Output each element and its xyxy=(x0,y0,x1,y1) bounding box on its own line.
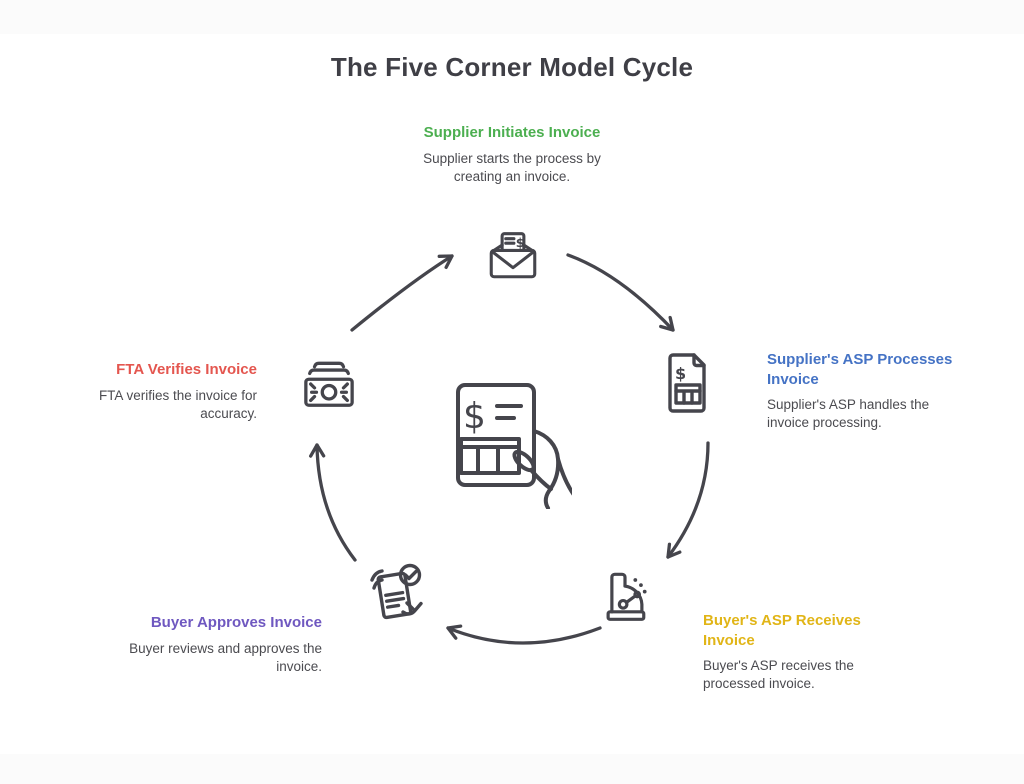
step-description: Buyer reviews and approves the invoice. xyxy=(129,640,322,674)
arrow-supplier-to-asp xyxy=(566,253,675,332)
receipt-machine-icon xyxy=(606,572,647,621)
envelope-invoice-icon: $ xyxy=(489,232,537,279)
page-title: The Five Corner Model Cycle xyxy=(330,52,694,82)
step-description: Supplier starts the process by creating … xyxy=(423,150,601,184)
invoice-document-icon: $ xyxy=(668,353,706,413)
step-title: FTA Verifies Invoice xyxy=(116,361,257,378)
top-edge-band xyxy=(0,0,1024,34)
document-approval-icon xyxy=(370,563,423,620)
step-title: Buyer's ASP Receives Invoice xyxy=(703,612,861,649)
step-supplier-asp-processes: Supplier's ASP Processes Invoice Supplie… xyxy=(767,350,967,432)
svg-text:$: $ xyxy=(516,235,525,250)
step-supplier-initiates: Supplier Initiates Invoice Supplier star… xyxy=(402,123,622,186)
arrow-buyer-asp-to-buyer xyxy=(446,624,602,645)
cash-icon xyxy=(304,361,354,407)
arrow-asp-to-buyer-asp xyxy=(666,441,710,559)
svg-text:$: $ xyxy=(463,396,486,437)
svg-text:$: $ xyxy=(675,364,686,383)
step-title: Buyer Approves Invoice xyxy=(150,614,322,631)
step-description: FTA verifies the invoice for accuracy. xyxy=(98,387,257,421)
step-description: Supplier's ASP handles the invoice proce… xyxy=(767,397,930,431)
step-title: Supplier's ASP Processes Invoice xyxy=(767,351,953,388)
step-description: Buyer's ASP receives the processed invoi… xyxy=(703,658,854,692)
invoice-in-hand-icon: $ xyxy=(456,383,572,509)
step-buyer-approves: Buyer Approves Invoice Buyer reviews and… xyxy=(107,613,322,676)
arrow-buyer-to-fta xyxy=(309,443,357,562)
step-fta-verifies: FTA Verifies Invoice FTA verifies the in… xyxy=(67,360,257,423)
arrow-fta-to-supplier xyxy=(350,254,454,332)
bottom-edge-band xyxy=(0,754,1024,784)
step-title: Supplier Initiates Invoice xyxy=(423,124,601,141)
step-buyer-asp-receives: Buyer's ASP Receives Invoice Buyer's ASP… xyxy=(703,611,878,693)
